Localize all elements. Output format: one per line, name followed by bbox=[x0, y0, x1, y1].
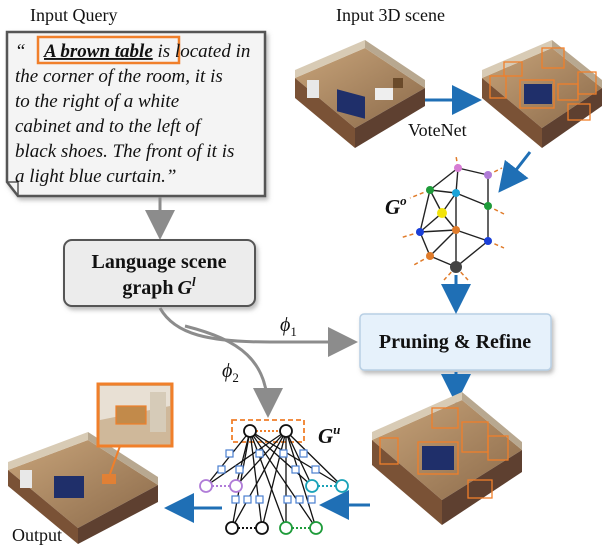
query-line-1: “ A brown table is located in bbox=[15, 41, 250, 62]
query-line-2: the corner of the room, it is bbox=[15, 66, 223, 87]
graph-u-superscript: u bbox=[333, 422, 340, 437]
output-title: Output bbox=[12, 525, 62, 545]
arrow-phi2 bbox=[184, 324, 283, 418]
language-graph-word: graph bbox=[122, 277, 173, 299]
query-line-6: a light blue curtain.” bbox=[15, 166, 177, 187]
query-line-5: black shoes. The front of it is bbox=[15, 141, 234, 162]
input-scene-image bbox=[295, 40, 425, 148]
graph-u-label: Gu bbox=[318, 422, 340, 448]
query-box: “ A brown table is located in the corner … bbox=[5, 30, 267, 198]
language-graph-line-1: Language scene bbox=[92, 251, 227, 273]
arrow-votenet-to-graph bbox=[498, 151, 532, 193]
query-line-3: to the right of a white bbox=[15, 91, 179, 112]
object-graph bbox=[399, 155, 505, 281]
zoom-line bbox=[109, 445, 121, 475]
language-graph-symbol: G bbox=[178, 277, 193, 299]
phi2-label: ϕ2 bbox=[222, 360, 239, 385]
votenet-label: VoteNet bbox=[408, 120, 467, 140]
phi1-symbol: ϕ bbox=[280, 314, 290, 336]
zoom-inset bbox=[96, 382, 174, 448]
graph-o-symbol: G bbox=[385, 195, 400, 219]
input-scene-title: Input 3D scene bbox=[336, 5, 445, 25]
query-highlight: A brown table bbox=[43, 41, 153, 62]
phi2-subscript: 2 bbox=[232, 370, 239, 385]
graph-u-symbol: G bbox=[318, 424, 333, 448]
unified-graph bbox=[199, 419, 349, 535]
graph-o-label: Go bbox=[385, 193, 407, 219]
input-query-title: Input Query bbox=[30, 5, 117, 25]
query-line-4: cabinet and to the left of bbox=[15, 116, 203, 137]
phi2-symbol: ϕ bbox=[222, 360, 232, 382]
highlight-box bbox=[36, 35, 181, 65]
pruning-label: Pruning & Refine bbox=[379, 331, 531, 353]
votenet-scene-image bbox=[482, 40, 602, 148]
arrow-phi1 bbox=[158, 307, 358, 357]
phi1-subscript: 1 bbox=[290, 324, 297, 339]
output-scene-image bbox=[8, 432, 158, 544]
graph-o-superscript: o bbox=[400, 193, 407, 208]
query-line-1-rest: is located in bbox=[153, 41, 251, 62]
open-quote: “ bbox=[15, 41, 26, 62]
refined-scene-image bbox=[372, 392, 522, 525]
language-graph-superscript: l bbox=[192, 274, 196, 289]
phi1-label: ϕ1 bbox=[280, 314, 297, 339]
pruning-box: Pruning & Refine bbox=[359, 313, 552, 371]
